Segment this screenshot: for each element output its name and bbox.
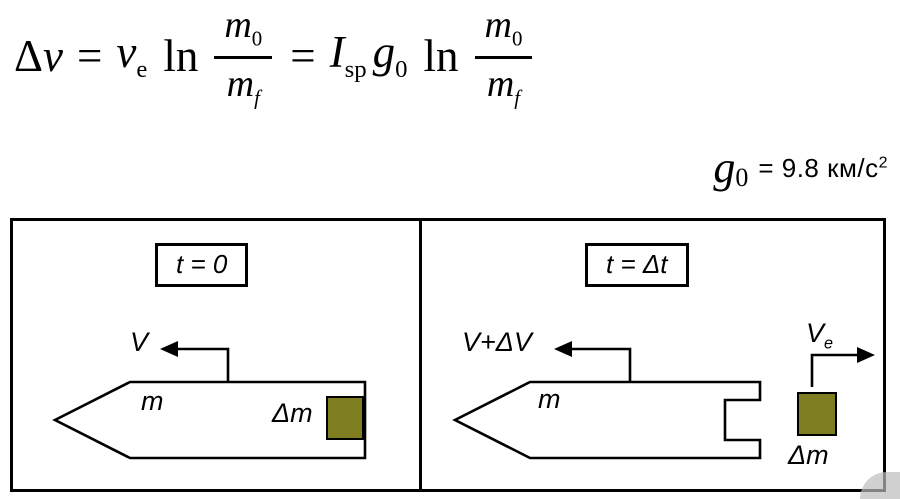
left-velocity-arrowhead	[160, 341, 178, 357]
diagram-canvas	[52, 341, 875, 460]
ln-operator-1: ln	[163, 30, 199, 81]
time-label-box-left: t = 0	[155, 243, 249, 287]
g0-term: g0	[372, 26, 408, 83]
m0-subscript: 0	[511, 26, 523, 51]
g-symbol: g	[713, 143, 736, 192]
rocket-equation: Δv = ve ln m0 mf = Isp g0 ln m0 mf	[14, 4, 536, 108]
delta-symbol: Δ	[14, 30, 43, 81]
mf-subscript: f	[514, 85, 521, 110]
mass-label-right: m	[538, 384, 561, 414]
m-symbol: m	[226, 62, 255, 105]
velocity-label-right: V+ΔV	[462, 327, 532, 357]
panel-divider	[419, 221, 422, 489]
equals-sign-2: =	[290, 30, 316, 81]
left-rocket-outline	[52, 380, 367, 460]
ln-operator-2: ln	[423, 30, 459, 81]
ve-base: v	[116, 26, 137, 77]
m-symbol: m	[486, 62, 515, 105]
m0-subscript: 0	[251, 26, 263, 51]
exhaust-velocity-arrowhead	[857, 347, 875, 363]
time-label-left: t = 0	[176, 249, 228, 279]
squared-superscript: 2	[878, 154, 888, 172]
exhaust-velocity-subscript: e	[824, 334, 834, 353]
left-ejected-mass-square	[326, 396, 364, 440]
fraction-numerator: m0	[214, 4, 273, 59]
ve-subscript: e	[136, 55, 148, 83]
right-velocity-arrowhead	[554, 341, 572, 357]
g0-subscript: 0	[395, 55, 408, 83]
g0-subscript: 0	[735, 163, 749, 192]
right-velocity-arrow-line	[570, 347, 632, 381]
right-rocket-outline	[452, 380, 762, 460]
m-symbol: m	[224, 4, 252, 46]
v-symbol: v	[42, 30, 63, 81]
mass-ratio-fraction-1: m0 mf	[214, 4, 273, 109]
g0-value-text: = 9.8 км/с2	[758, 155, 888, 181]
time-label-box-right: t = Δt	[585, 243, 689, 287]
velocity-label-left: V	[130, 327, 149, 357]
fraction-denominator: mf	[227, 59, 260, 109]
ejected-mass-label-left: Δm	[272, 398, 313, 428]
specific-impulse-term: Isp	[329, 26, 367, 83]
mf-subscript: f	[254, 85, 260, 110]
equals-sign-1: =	[76, 30, 103, 81]
isp-base: I	[329, 26, 345, 77]
exhaust-velocity-arrow-line	[810, 353, 859, 387]
mass-ratio-fraction-2: m0 mf	[474, 4, 533, 109]
exhaust-velocity-term: ve	[116, 26, 148, 83]
ejected-mass-label-right: Δm	[788, 440, 829, 470]
m-symbol: m	[484, 4, 512, 46]
g-symbol: g	[372, 26, 396, 77]
g0-value-number: = 9.8 км/с	[758, 153, 879, 183]
fraction-numerator: m0	[474, 4, 533, 59]
diagram-box: t = 0 V m Δm t = Δt V+ΔV m Ve Δm	[10, 218, 886, 492]
left-velocity-arrow-line	[176, 347, 230, 381]
time-label-right: t = Δt	[606, 249, 668, 279]
exhaust-velocity-base: V	[806, 318, 825, 348]
exhaust-velocity-label: Ve	[806, 320, 833, 352]
mass-label-left: m	[141, 386, 164, 416]
isp-subscript: sp	[344, 55, 367, 83]
delta-v-term: Δv	[14, 30, 63, 81]
right-ejected-mass-square	[797, 392, 837, 436]
fraction-denominator: mf	[487, 59, 520, 109]
